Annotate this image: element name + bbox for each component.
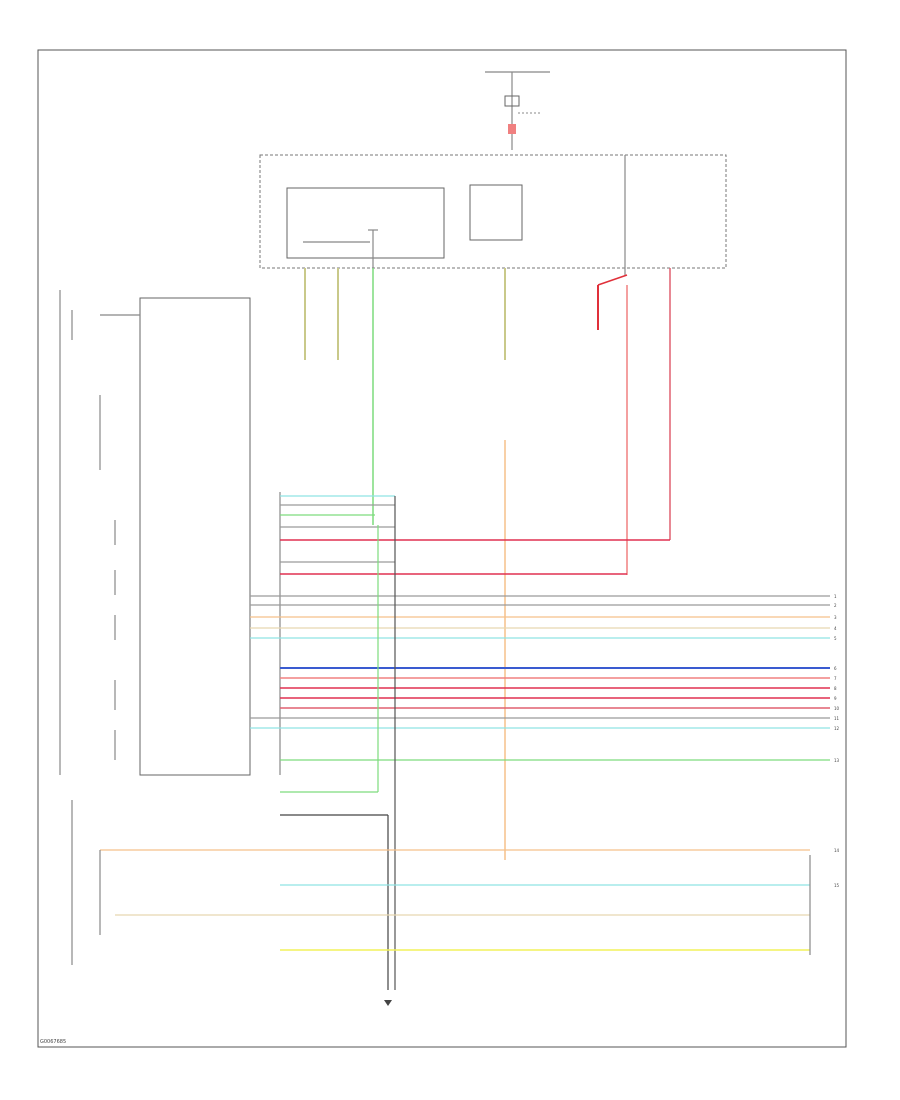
harness-wires (100, 495, 830, 990)
connector-pin-label: 15 (834, 883, 840, 888)
connector-pin-label: 8 (834, 686, 837, 691)
control-module (259, 154, 727, 275)
connector-pin-label: 10 (834, 706, 840, 711)
footer-code: G0067685 (40, 1039, 66, 1045)
fuse-block (485, 71, 550, 150)
connector-pin-label: 14 (834, 848, 840, 853)
connector-pin-label: 4 (834, 626, 837, 631)
connector-pin-label: 1 (834, 594, 837, 599)
connector-pin-label: 13 (834, 758, 840, 763)
bottom-switch (71, 800, 811, 1006)
connector-pin-label: 7 (834, 676, 837, 681)
diagram-frame (37, 49, 847, 1048)
connector-pin-label: 3 (834, 615, 837, 620)
connector-pin-label: 11 (834, 716, 840, 721)
connector-pin-label: 5 (834, 636, 837, 641)
connector-pin-label: 2 (834, 603, 837, 608)
connector-pin-label: 12 (834, 726, 840, 731)
connector-pin-label: 9 (834, 696, 837, 701)
module-wires (304, 268, 671, 860)
connector-pin-label: 6 (834, 666, 837, 671)
switch-panel (59, 290, 251, 776)
